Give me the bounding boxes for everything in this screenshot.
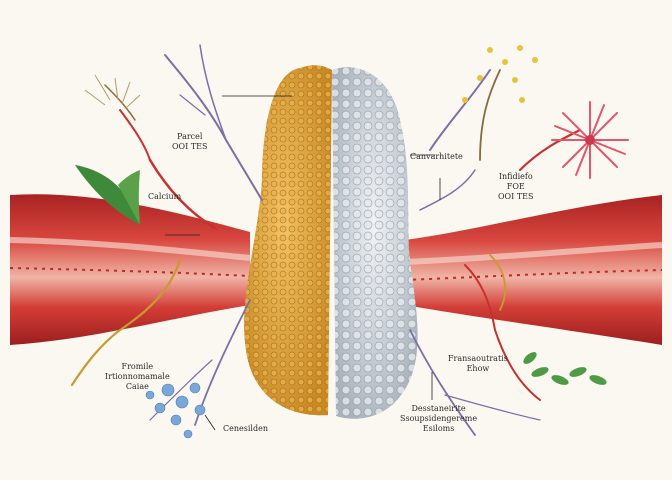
label-top-right: Canvarhitete — [410, 152, 463, 162]
label-leader-lines — [165, 95, 441, 431]
label-bottom-center: Cenesilden — [223, 424, 268, 434]
label-left-lower: Fromile Irtionnomamale Caiae — [105, 362, 170, 392]
label-line: Calcium — [148, 192, 182, 201]
nerve-branches — [70, 44, 582, 436]
label-line: Ssoupsidengereme — [400, 414, 478, 423]
yellow-blossom-icon — [462, 45, 538, 103]
tan-blossom-icon — [84, 74, 141, 109]
label-left-vessel: Calcium — [148, 192, 181, 202]
label-line: OOI TES — [172, 142, 208, 151]
green-sprig-icon — [523, 352, 607, 385]
label-right-upper: Infidiefo FOE OOI TES — [498, 172, 533, 202]
label-line: Fransaoutratis — [448, 354, 508, 363]
label-line: Esiloms — [422, 424, 455, 433]
blood-vessel-right — [404, 195, 663, 345]
label-right-middle: Fransaoutratis Ehow — [448, 354, 508, 374]
label-top-left: Parcel OOI TES — [172, 132, 207, 152]
gland-left-half — [244, 65, 332, 416]
label-line: Parcel — [177, 132, 203, 141]
label-line: Caiae — [125, 382, 149, 391]
label-line: Irtionnomamale — [105, 372, 170, 381]
label-line: Infidiefo — [498, 172, 533, 181]
label-line: Canvarhitete — [410, 152, 463, 161]
blue-blossom-icon — [145, 382, 206, 439]
label-line: Desstaneirite — [411, 404, 466, 413]
pink-flower-icon — [551, 101, 629, 179]
label-line: OOI TES — [498, 192, 534, 201]
label-line: Ehow — [466, 364, 490, 373]
label-bottom-right: Desstaneirite Ssoupsidengereme Esiloms — [400, 404, 477, 434]
label-line: Cenesilden — [223, 424, 268, 433]
gland-right-half — [332, 67, 418, 419]
label-line: Fromile — [121, 362, 154, 371]
blood-vessel-left — [9, 194, 251, 345]
leaf-icon — [75, 165, 140, 225]
label-line: FOE — [506, 182, 525, 191]
